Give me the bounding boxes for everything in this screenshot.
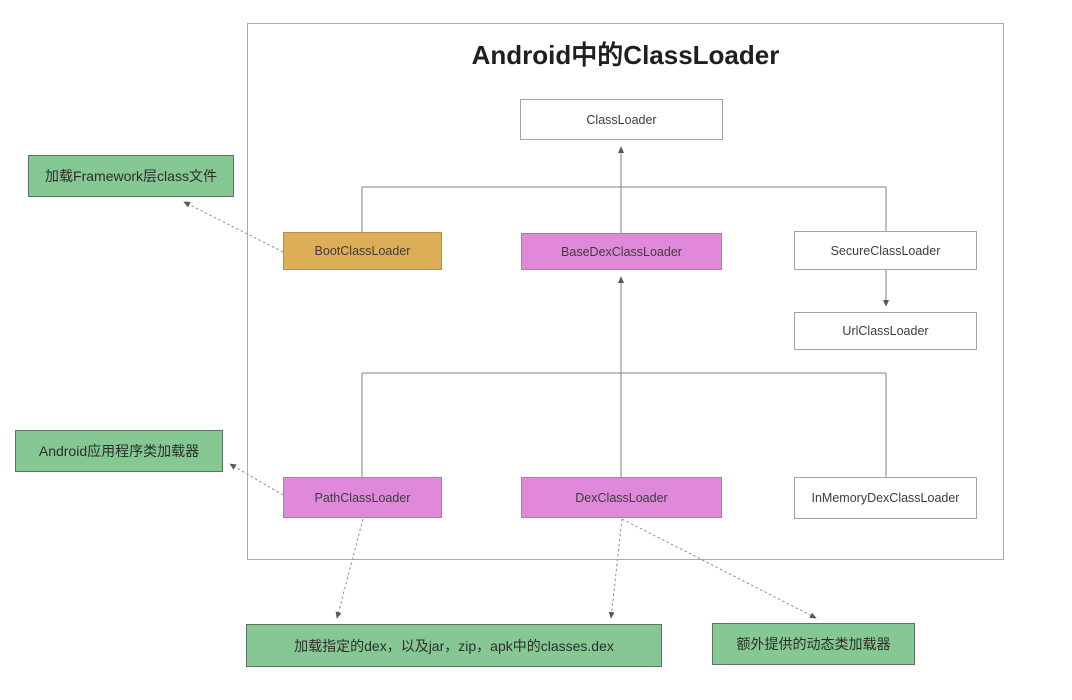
node-basedexclassloader: BaseDexClassLoader bbox=[521, 233, 722, 270]
edge-path-to-app-note bbox=[229, 463, 284, 496]
node-bootclassloader: BootClassLoader bbox=[283, 232, 442, 270]
node-pathclassloader: PathClassLoader bbox=[283, 477, 442, 518]
edge-dex-to-dexsources-note bbox=[608, 518, 623, 619]
node-dexclassloader: DexClassLoader bbox=[521, 477, 722, 518]
annotation-dynamic-loader: 额外提供的动态类加载器 bbox=[712, 623, 915, 665]
edge-dex-to-dynamic-note bbox=[621, 518, 817, 619]
diagram-title: Android中的ClassLoader bbox=[471, 40, 780, 70]
node-classloader: ClassLoader bbox=[520, 99, 723, 140]
node-inmemorydexclassloader: InMemoryDexClassLoader bbox=[794, 477, 977, 519]
node-urlclassloader: UrlClassLoader bbox=[794, 312, 977, 350]
edge-path-to-dexsources-note bbox=[335, 518, 364, 619]
annotation-framework-class: 加载Framework层class文件 bbox=[28, 155, 234, 197]
annotation-app-classloader: Android应用程序类加载器 bbox=[15, 430, 223, 472]
edge-boot-to-framework-note bbox=[183, 201, 284, 253]
node-secureclassloader: SecureClassLoader bbox=[794, 231, 977, 270]
annotation-dex-sources: 加载指定的dex，以及jar，zip，apk中的classes.dex bbox=[246, 624, 662, 667]
diagram-frame bbox=[247, 23, 1004, 560]
